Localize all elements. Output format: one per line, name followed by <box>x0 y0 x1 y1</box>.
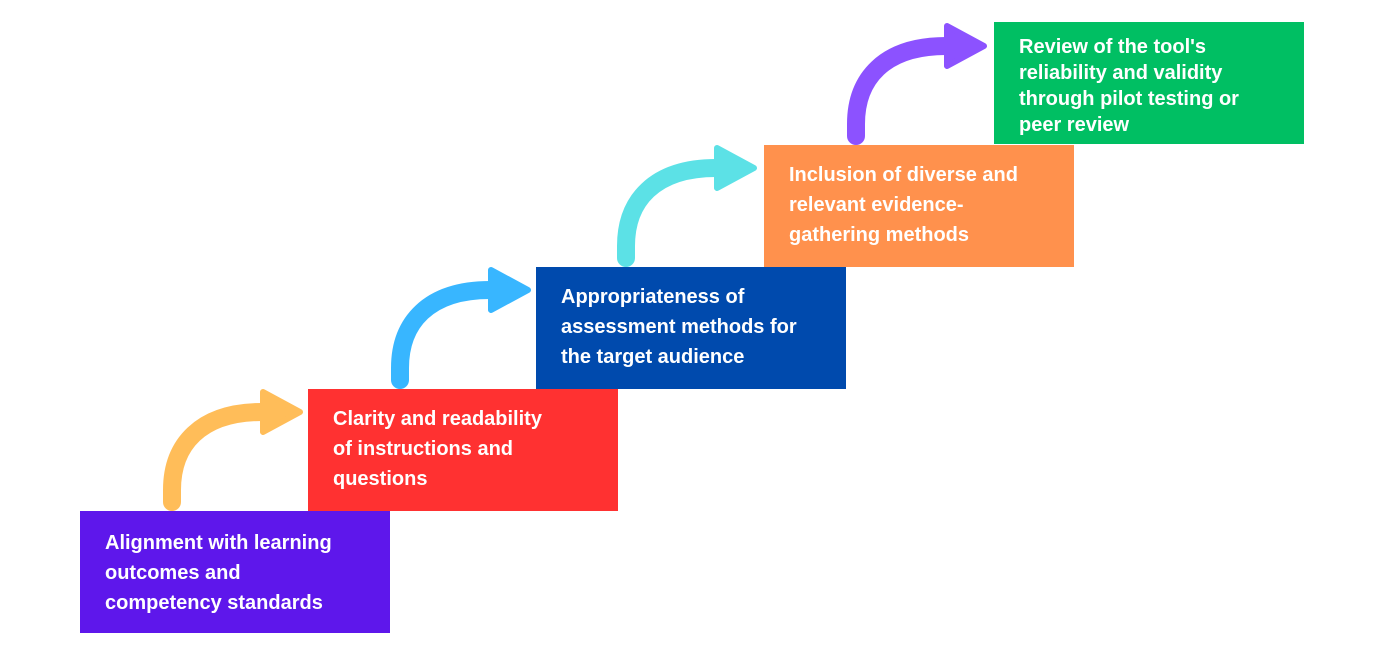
step-1-text: Alignment with learning outcomes and com… <box>105 528 378 618</box>
arrow-shaft <box>163 403 281 511</box>
step-text-line: Alignment with learning <box>105 532 332 554</box>
step-4-text: Inclusion of diverse and relevant eviden… <box>789 160 1062 250</box>
step-2-box: Clarity and readability of instructions … <box>308 389 618 511</box>
arrow-shaft <box>617 159 735 267</box>
arrow-head <box>944 23 987 69</box>
step-5-text: Review of the tool's reliability and val… <box>1019 34 1292 138</box>
step-text-line: Appropriateness of <box>561 286 745 308</box>
step-text-line: questions <box>333 468 428 490</box>
arrow-head <box>714 145 757 191</box>
step-text-line: outcomes and <box>105 562 241 584</box>
arrow-shaft <box>847 37 965 145</box>
step-text-line: Inclusion of diverse and <box>789 164 1018 186</box>
step-3-text: Appropriateness of assessment methods fo… <box>561 282 834 372</box>
step-2-text: Clarity and readability of instructions … <box>333 404 606 494</box>
step-1-box: Alignment with learning outcomes and com… <box>80 511 390 633</box>
step-text-line: the target audience <box>561 346 745 368</box>
curved-arrow-icon <box>617 145 757 267</box>
curved-arrow-icon <box>163 389 303 511</box>
step-text-line: relevant evidence- <box>789 194 964 216</box>
step-text-line: through pilot testing or <box>1019 88 1239 110</box>
step-text-line: of instructions and <box>333 438 513 460</box>
arrow-head <box>488 267 531 313</box>
step-5-box: Review of the tool's reliability and val… <box>994 22 1304 144</box>
step-text-line: Review of the tool's <box>1019 36 1207 58</box>
arrow-shaft <box>391 281 509 389</box>
step-text-line: peer review <box>1019 114 1130 136</box>
step-text-line: gathering methods <box>789 224 970 246</box>
step-4-box: Inclusion of diverse and relevant eviden… <box>764 145 1074 267</box>
step-text-line: Clarity and readability <box>333 408 542 430</box>
arrow-head <box>260 389 303 435</box>
step-3-box: Appropriateness of assessment methods fo… <box>536 267 846 389</box>
curved-arrow-icon <box>391 267 531 389</box>
step-text-line: assessment methods for <box>561 316 797 338</box>
step-text-line: reliability and validity <box>1019 62 1223 84</box>
curved-arrow-icon <box>847 23 987 145</box>
step-text-line: competency standards <box>105 592 323 614</box>
